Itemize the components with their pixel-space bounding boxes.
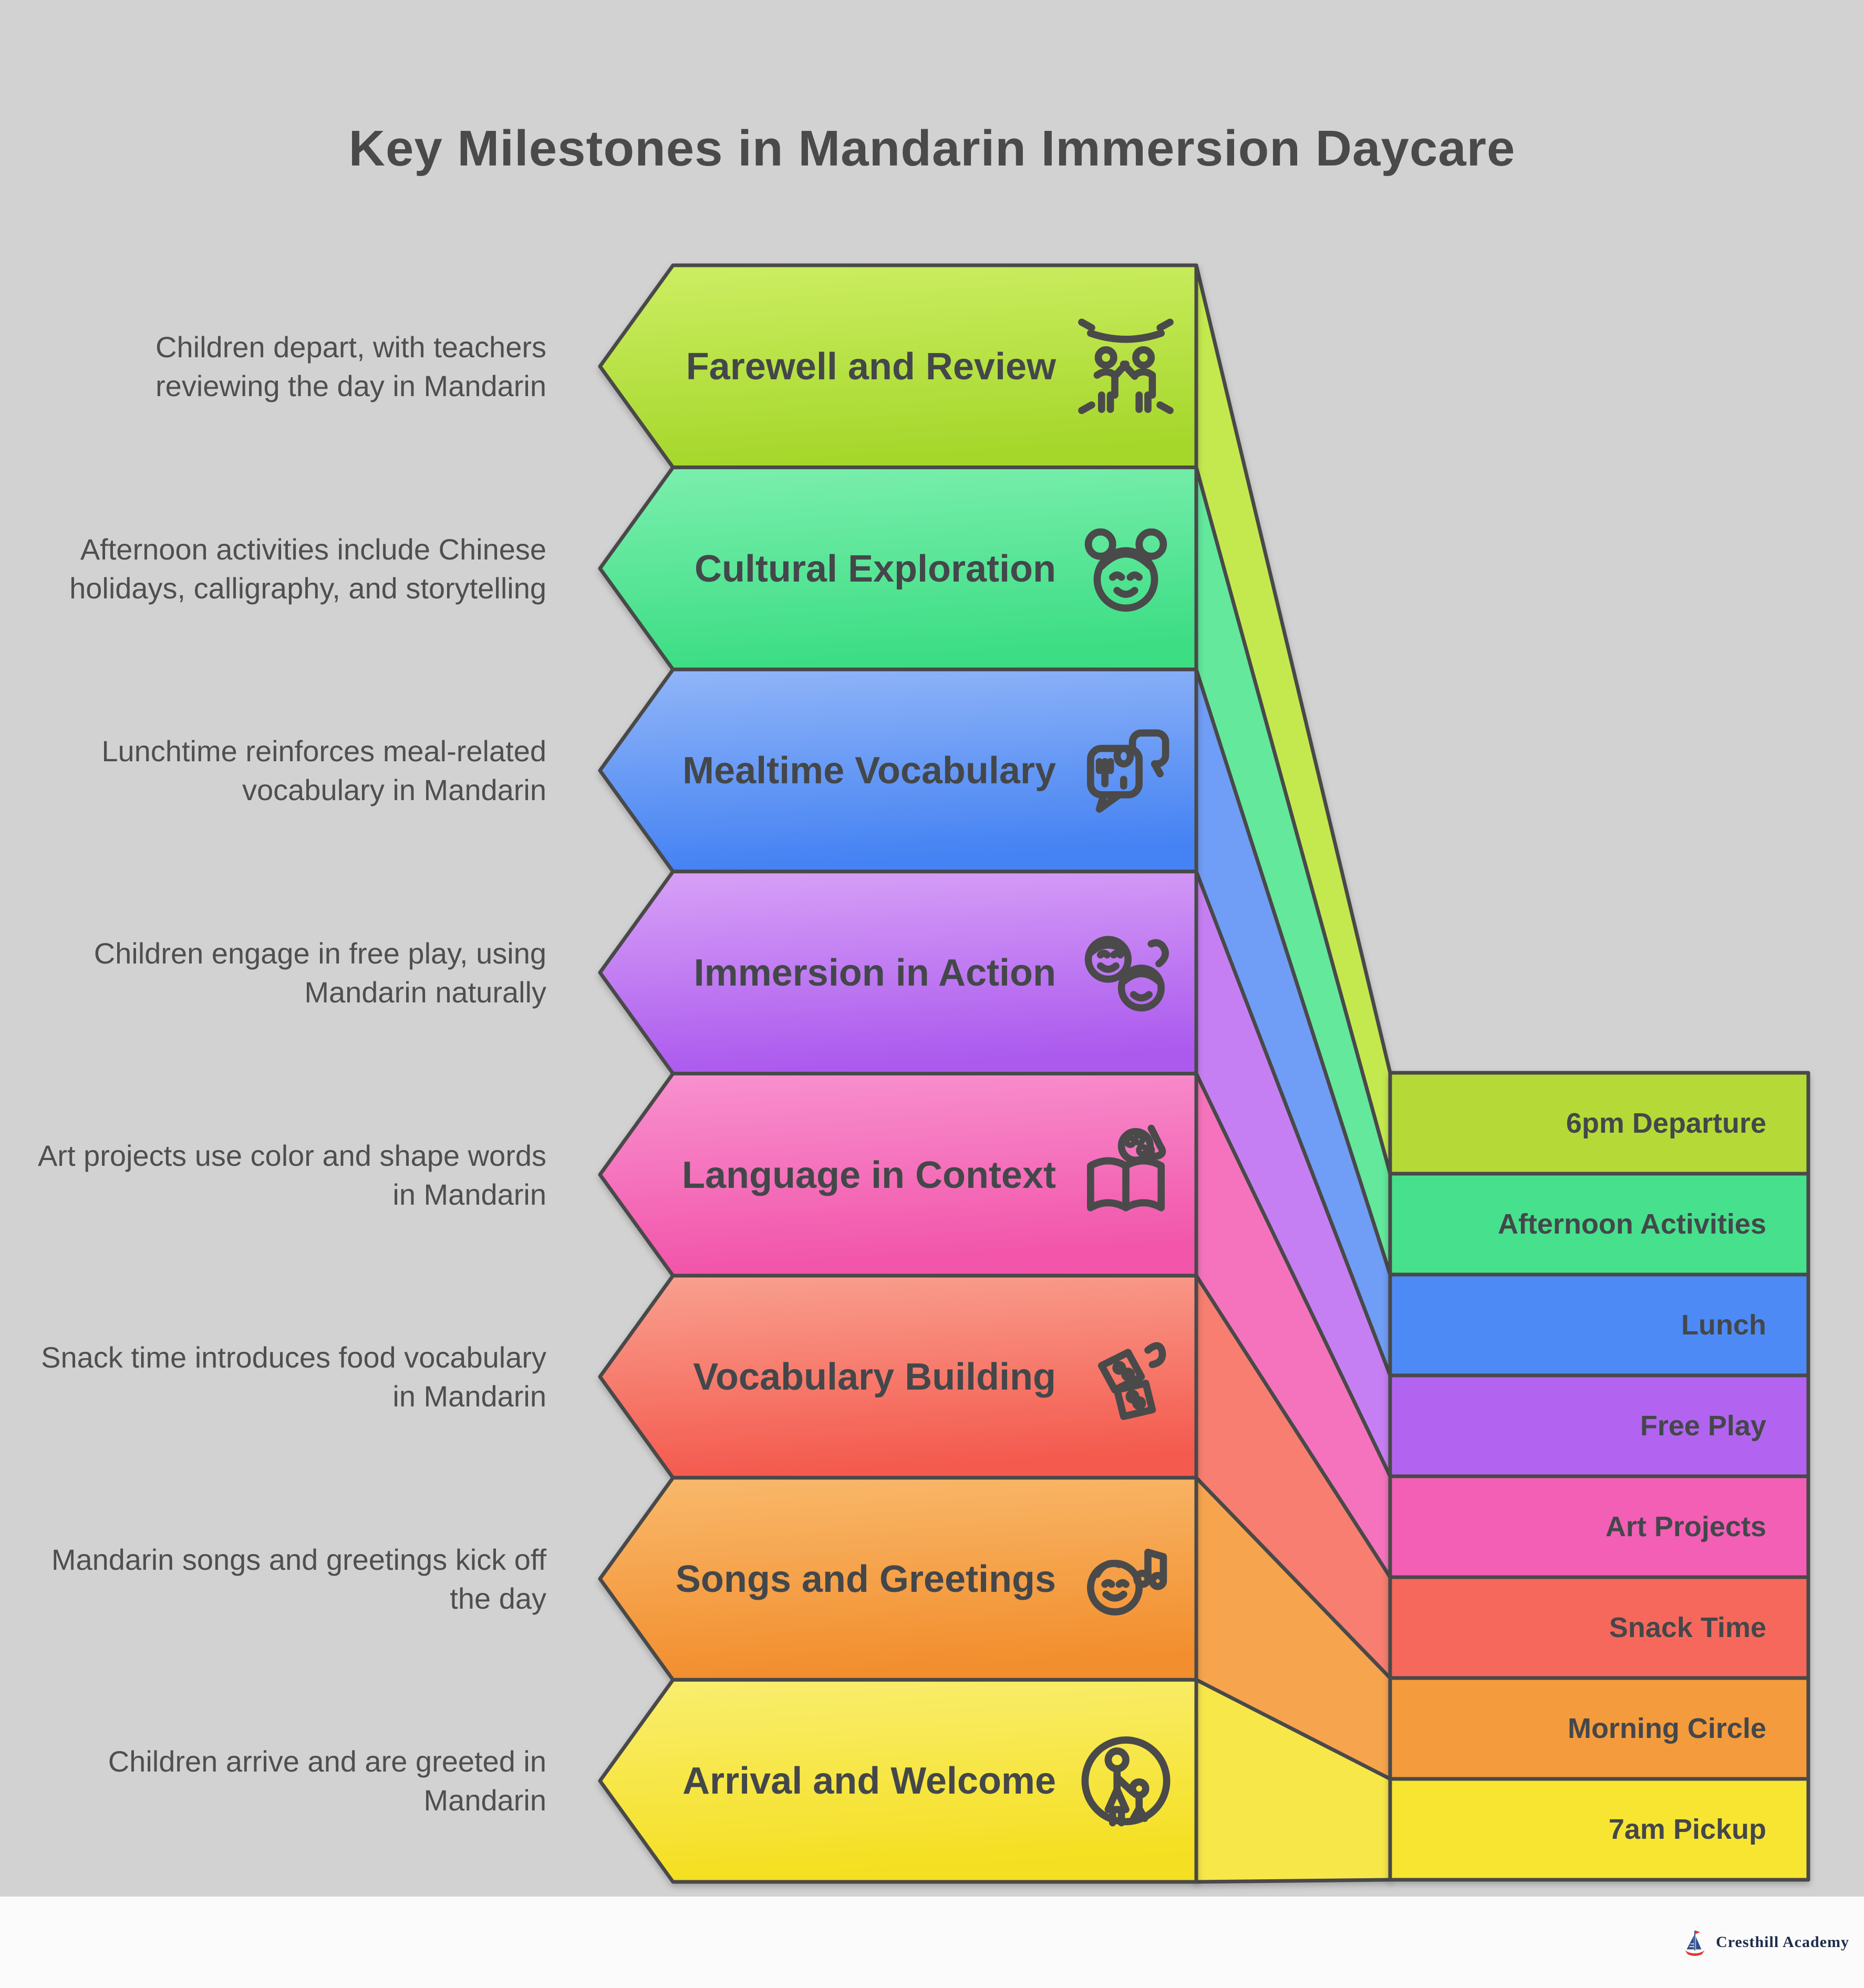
milestone-title: Vocabulary Building xyxy=(693,1355,1056,1398)
schedule-box xyxy=(1388,1777,1810,1882)
schedule-box xyxy=(1388,1373,1810,1478)
blocks-dice-icon xyxy=(1097,1342,1166,1420)
schedule-label: Art Projects xyxy=(1605,1511,1766,1542)
schedule-label: Lunch xyxy=(1681,1309,1766,1341)
milestone-title: Songs and Greetings xyxy=(675,1558,1056,1600)
milestone-banner xyxy=(598,1476,1198,1682)
two-children-icon xyxy=(1084,936,1169,1012)
mealtime-chat-icon xyxy=(1086,729,1169,813)
book-palette-icon xyxy=(1086,1124,1166,1212)
farewell-children-icon xyxy=(1078,318,1174,415)
milestone-banner xyxy=(598,465,1198,671)
footer-bar: Cresthill Academy xyxy=(0,1897,1864,1988)
milestone-description: Art projects use color and shape words i… xyxy=(37,1138,546,1211)
milestone-banner xyxy=(598,667,1198,874)
milestone-description: Children depart, with teachers reviewing… xyxy=(156,330,546,402)
milestone-description: Snack time introduces food vocabulary in… xyxy=(41,1340,546,1413)
milestone-banner xyxy=(598,263,1198,470)
milestone-description: Children engage in free play, using Mand… xyxy=(94,936,546,1009)
milestone-description: Children arrive and are greeted in Manda… xyxy=(108,1744,546,1817)
milestone-title: Language in Context xyxy=(681,1154,1056,1196)
brand-lockup: Cresthill Academy xyxy=(1681,1897,1849,1988)
schedule-label: 7am Pickup xyxy=(1608,1814,1766,1845)
schedule-box xyxy=(1388,1575,1810,1680)
milestone-banner xyxy=(598,1072,1198,1278)
milestone-description: Afternoon activities include Chinese hol… xyxy=(69,532,546,605)
milestone-description: Lunchtime reinforces meal-related vocabu… xyxy=(101,734,546,806)
singing-child-icon xyxy=(1086,1548,1167,1616)
girl-face-icon xyxy=(1084,528,1167,612)
brand-name: Cresthill Academy xyxy=(1716,1933,1849,1951)
schedule-box xyxy=(1388,1474,1810,1579)
milestone-description: Mandarin songs and greetings kick off th… xyxy=(51,1542,546,1615)
milestone-title: Arrival and Welcome xyxy=(682,1759,1056,1802)
parent-child-icon xyxy=(1081,1736,1171,1827)
schedule-label: Free Play xyxy=(1640,1410,1766,1442)
schedule-box xyxy=(1388,1272,1810,1378)
schedule-label: 6pm Departure xyxy=(1566,1107,1766,1139)
milestone-banner xyxy=(598,1678,1198,1884)
milestone-title: Farewell and Review xyxy=(686,345,1056,388)
milestone-banner xyxy=(598,869,1198,1075)
schedule-box xyxy=(1388,1071,1810,1176)
page-title: Key Milestones in Mandarin Immersion Day… xyxy=(348,120,1516,177)
schedule-box xyxy=(1388,1172,1810,1277)
milestone-banner xyxy=(598,1273,1198,1480)
milestone-title: Immersion in Action xyxy=(693,951,1056,994)
schedule-label: Afternoon Activities xyxy=(1497,1208,1766,1240)
schedule-label: Snack Time xyxy=(1609,1612,1766,1643)
milestone-title: Mealtime Vocabulary xyxy=(682,749,1056,792)
schedule-label: Morning Circle xyxy=(1567,1713,1766,1744)
milestone-title: Cultural Exploration xyxy=(694,547,1056,590)
sailboat-logo-icon xyxy=(1685,1930,1705,1956)
